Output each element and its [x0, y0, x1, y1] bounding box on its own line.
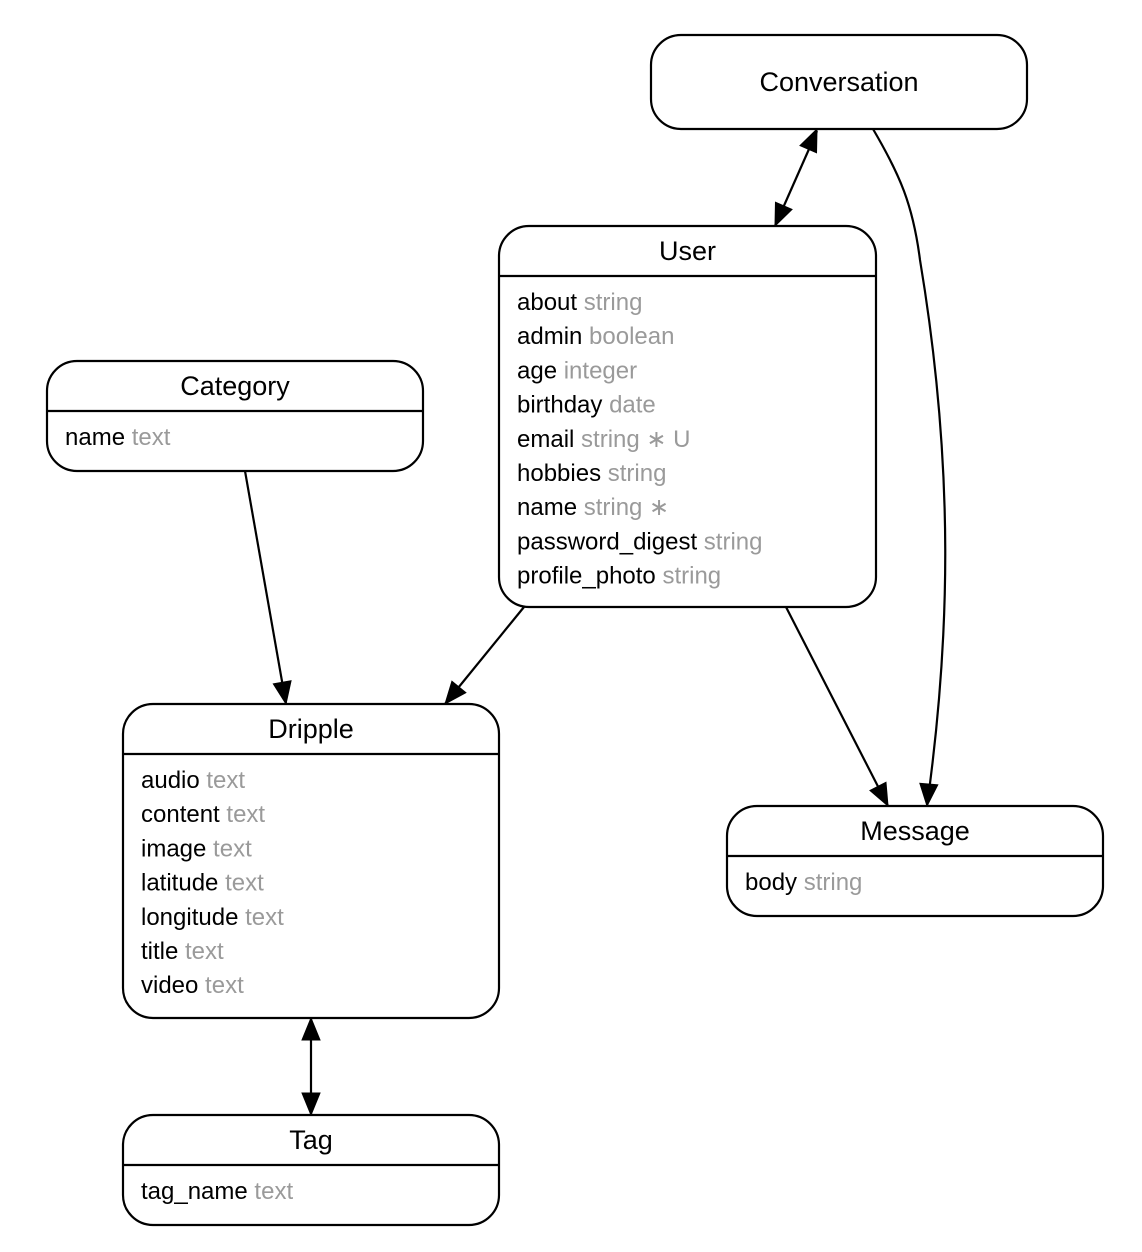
arrowhead-at-message [869, 781, 889, 808]
relationship-edges [243, 127, 947, 1117]
edge-category-dripple [243, 470, 292, 706]
arrowhead-at-dripple [301, 1016, 321, 1041]
attribute-name: profile_photo [517, 563, 662, 590]
attribute-type: date [609, 392, 656, 419]
attribute-name: email [517, 426, 581, 453]
entity-conversation: Conversation [649, 33, 1029, 131]
attribute-row: video text [141, 972, 244, 999]
entity-user: User about string admin boolean age integer… [497, 224, 878, 609]
attribute-name: hobbies [517, 460, 608, 487]
attribute-name: password_digest [517, 528, 704, 555]
edge-conversation-user [773, 127, 819, 228]
attribute-type: string ∗ [584, 494, 669, 521]
attribute-row: email string ∗ U [517, 426, 691, 453]
attribute-type: text [245, 904, 284, 931]
entity-title-user: User [659, 236, 716, 266]
entity-category: Category name text [45, 359, 425, 473]
attribute-row: tag_name text [141, 1178, 293, 1205]
attribute-type: boolean [589, 323, 674, 350]
arrowhead-at-conversation [799, 127, 818, 154]
attribute-name: name [65, 424, 132, 451]
attribute-type: text [132, 424, 171, 451]
entity-box-dripple [121, 702, 501, 1020]
attribute-row: age integer [517, 357, 637, 384]
attribute-row: title text [141, 938, 224, 965]
arrowhead-at-dripple [444, 680, 467, 706]
arrowhead-at-user [774, 201, 793, 228]
attribute-row: latitude text [141, 870, 264, 897]
attribute-row: password_digest string [517, 528, 762, 555]
attribute-name: content [141, 801, 226, 828]
attribute-row: name text [65, 424, 171, 451]
attribute-name: about [517, 289, 584, 316]
attribute-type: text [205, 972, 244, 999]
attribute-row: name string ∗ [517, 494, 669, 521]
attribute-type: string [804, 869, 863, 896]
attribute-row: content text [141, 801, 265, 828]
attribute-type: string ∗ U [581, 426, 690, 453]
attribute-type: integer [564, 357, 637, 384]
entity-title-conversation: Conversation [759, 67, 918, 97]
attribute-row: profile_photo string [517, 563, 721, 590]
attribute-name: name [517, 494, 584, 521]
edge-user-dripple [444, 606, 525, 706]
attribute-type: string [662, 563, 721, 590]
arrowhead-at-dripple [272, 680, 292, 706]
attribute-name: audio [141, 767, 206, 794]
attribute-type: string [704, 528, 763, 555]
attribute-type: string [608, 460, 667, 487]
attribute-type: text [254, 1178, 293, 1205]
attribute-row: longitude text [141, 904, 284, 931]
entity-title-tag: Tag [289, 1125, 333, 1155]
entity-message: Message body string [725, 804, 1105, 918]
entity-box-tag [121, 1113, 501, 1227]
edge-conversation-message [872, 128, 947, 808]
attribute-type: string [584, 289, 643, 316]
attribute-name: longitude [141, 904, 245, 931]
entity-box-message [725, 804, 1105, 918]
attribute-name: birthday [517, 392, 609, 419]
attribute-row: admin boolean [517, 323, 674, 350]
edge-user-message-line [785, 606, 889, 807]
attribute-name: body [745, 869, 804, 896]
entity-box-user [497, 224, 878, 609]
attribute-type: text [185, 938, 224, 965]
attribute-row: hobbies string [517, 460, 666, 487]
entity-tag: Tag tag_name text [121, 1113, 501, 1227]
attribute-type: text [225, 870, 264, 897]
attribute-name: tag_name [141, 1178, 254, 1205]
attribute-row: audio text [141, 767, 245, 794]
attribute-name: latitude [141, 870, 225, 897]
attribute-row: image text [141, 835, 252, 862]
attribute-name: title [141, 938, 185, 965]
attribute-row: body string [745, 869, 862, 896]
edge-category-dripple-line [243, 470, 288, 705]
attribute-row: about string [517, 289, 642, 316]
entity-box-category [45, 359, 425, 473]
entity-title-category: Category [180, 371, 290, 401]
edge-user-message [785, 606, 889, 808]
attribute-type: text [213, 835, 252, 862]
edge-dripple-tag [301, 1016, 321, 1117]
attribute-name: image [141, 835, 213, 862]
attribute-type: text [226, 801, 265, 828]
entity-title-message: Message [860, 816, 970, 846]
attribute-name: video [141, 972, 205, 999]
entity-box-conversation [649, 33, 1029, 131]
attribute-name: age [517, 357, 564, 384]
attribute-name: admin [517, 323, 589, 350]
attribute-row: birthday date [517, 392, 656, 419]
attribute-type: text [206, 767, 245, 794]
arrowhead-at-tag [301, 1092, 321, 1117]
arrowhead-at-message [919, 782, 939, 808]
edge-conversation-message-line [872, 128, 947, 807]
entity-title-dripple: Dripple [268, 714, 354, 744]
